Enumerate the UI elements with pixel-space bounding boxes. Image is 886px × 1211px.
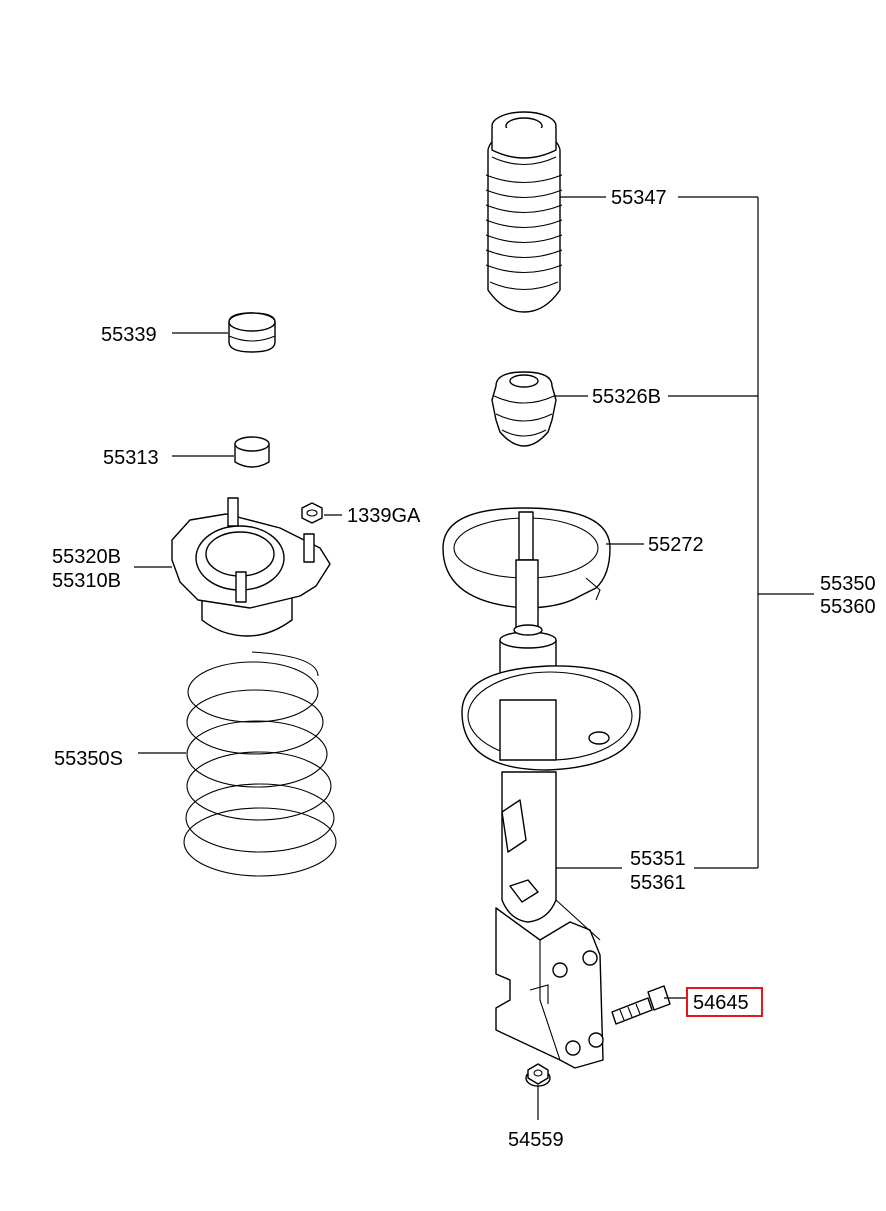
label-bushing: 55313	[103, 447, 159, 469]
dust-boot-part[interactable]	[485, 111, 563, 313]
hex-nut-part[interactable]	[301, 502, 323, 524]
label-bolt[interactable]: 54645	[693, 992, 749, 1014]
bushing-part[interactable]	[234, 436, 270, 468]
bolt-part[interactable]	[611, 985, 671, 1025]
label-cap: 55339	[101, 324, 157, 346]
strut-part[interactable]	[461, 559, 641, 1069]
highlight-box	[686, 987, 763, 1017]
label-flange-nut: 54559	[508, 1129, 564, 1151]
label-assembly-b: 55360	[820, 596, 876, 618]
label-mount-a: 55320B	[52, 546, 121, 568]
label-spring: 55350S	[54, 748, 123, 770]
bump-stopper-part[interactable]	[491, 371, 557, 447]
label-spring-pad: 55272	[648, 534, 704, 556]
label-assembly-a: 55350	[820, 573, 876, 595]
label-strut-b: 55361	[630, 872, 686, 894]
leader-lines	[134, 196, 814, 1120]
label-bumper: 55326B	[592, 386, 661, 408]
label-mount-b: 55310B	[52, 570, 121, 592]
dust-cap-part[interactable]	[228, 312, 276, 353]
coil-spring-part[interactable]	[183, 651, 337, 877]
label-nut: 1339GA	[347, 505, 421, 527]
flange-nut-part[interactable]	[525, 1063, 551, 1087]
strut-mount-part[interactable]	[171, 497, 331, 637]
label-strut-a: 55351	[630, 848, 686, 870]
label-boot: 55347	[611, 187, 667, 209]
